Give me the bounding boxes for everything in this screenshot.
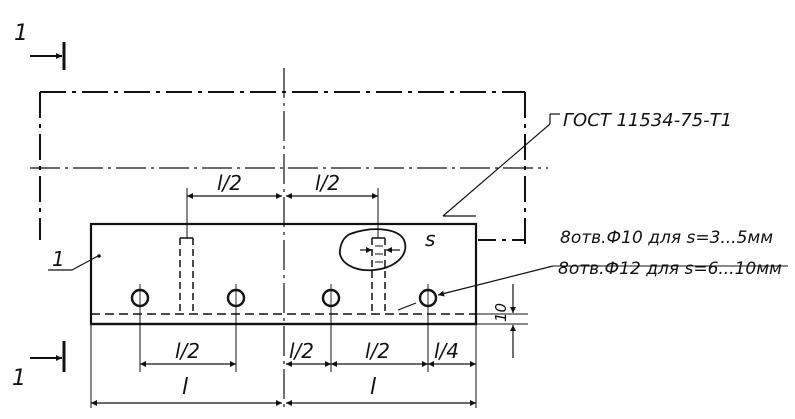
standard-leader: ГОСТ 11534-75-Т1 — [442, 110, 732, 217]
weld-dimension: s — [360, 227, 435, 253]
bottom-dim-l-2: l — [370, 375, 376, 400]
bottom-dim-half-l-1: l/2 — [175, 339, 200, 363]
section-mark-bottom: 1 — [12, 366, 26, 391]
bottom-dimensions-row-2: l l — [91, 375, 476, 406]
plate — [89, 222, 478, 326]
center-lines — [30, 68, 548, 410]
part-leader: 1 — [48, 247, 101, 271]
bottom-dim-half-l-3: l/2 — [365, 339, 390, 363]
stiffener-right — [371, 237, 386, 312]
section-mark-top: 1 — [14, 21, 28, 46]
section-arrow-top: 1 — [14, 21, 66, 70]
holes — [130, 284, 438, 312]
hole-note-leader: 8отв.Ф10 для s=3...5мм 8отв.Ф12 для s=6.… — [397, 228, 788, 311]
detail-ellipse — [339, 228, 407, 272]
dim-10-group: 10 — [476, 284, 528, 358]
hole-note-2: 8отв.Ф12 для s=6...10мм — [558, 259, 782, 279]
part-number-label: 1 — [52, 247, 65, 271]
bottom-dimensions-row-1: l/2 l/2 l/2 l/4 — [140, 339, 476, 367]
bottom-dim-l-1: l — [182, 375, 188, 400]
hole-note-1: 8отв.Ф10 для s=3...5мм — [560, 228, 773, 248]
top-dimensions: l/2 l/2 — [186, 171, 379, 238]
dim-half-l-2: l/2 — [315, 171, 340, 195]
bottom-dim-half-l-2: l/2 — [289, 339, 314, 363]
dim-10-label: 10 — [492, 303, 510, 322]
weld-s-label: s — [425, 227, 435, 251]
bottom-dim-quarter-l: l/4 — [434, 339, 459, 363]
stiffener-left — [179, 237, 194, 312]
phantom-beam — [39, 91, 526, 248]
section-arrow-bottom: 1 — [12, 341, 66, 391]
dim-half-l-1: l/2 — [217, 171, 242, 195]
standard-ref-label: ГОСТ 11534-75-Т1 — [563, 110, 732, 131]
